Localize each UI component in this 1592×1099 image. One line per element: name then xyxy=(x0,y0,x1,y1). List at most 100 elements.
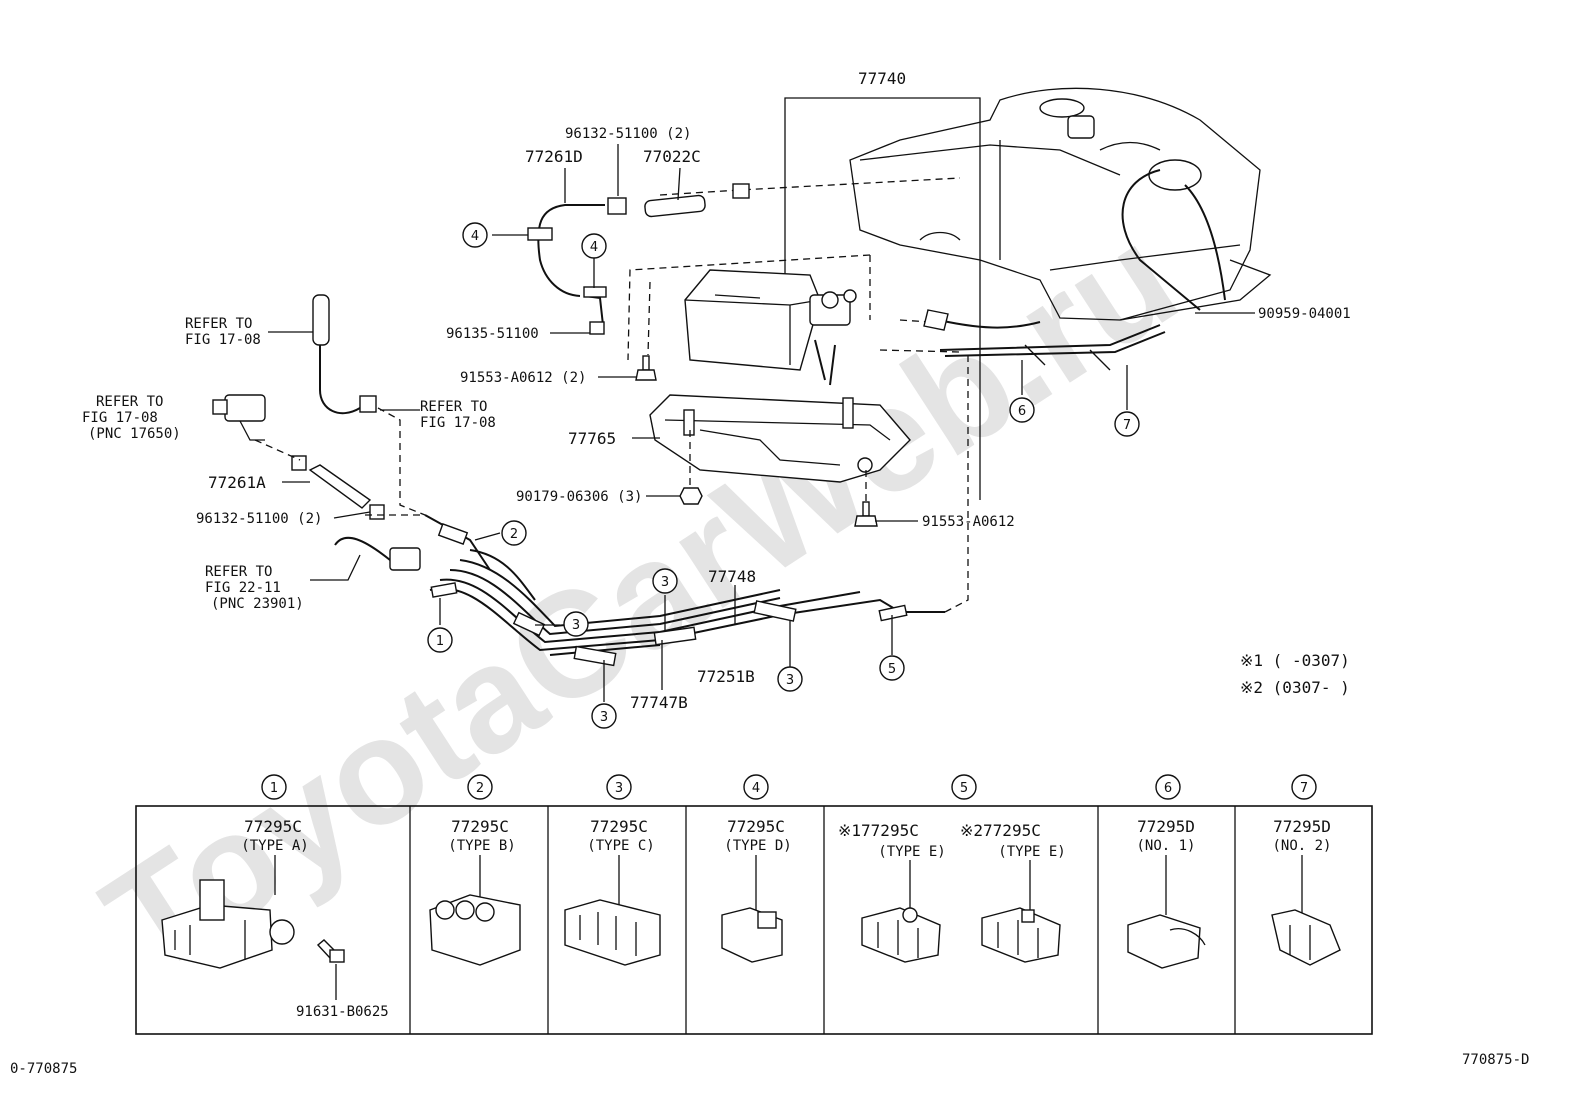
refer-3-line2: FIG 17-08 xyxy=(420,415,496,431)
refer-1-line1: REFER TO xyxy=(185,316,252,332)
cell6-type: (NO. 1) xyxy=(1136,838,1195,854)
label-77740: 77740 xyxy=(858,69,906,88)
table-callout-1: 1 xyxy=(261,774,287,800)
footer-right-code: 770875-D xyxy=(1462,1052,1529,1068)
svg-text:3: 3 xyxy=(786,673,794,688)
cell4-type: (TYPE D) xyxy=(724,838,791,854)
refer-2-line1: REFER TO xyxy=(96,394,163,410)
callout-3d: 3 xyxy=(591,703,617,729)
callout-3c: 3 xyxy=(777,666,803,692)
cell1-type: (TYPE A) xyxy=(241,838,308,854)
label-96135: 96135-51100 xyxy=(446,326,539,342)
callout-1: 1 xyxy=(427,627,453,653)
cell7-part: 77295D xyxy=(1273,817,1331,836)
bolt-91553-pair xyxy=(635,355,657,381)
refer-4-line3: (PNC 23901) xyxy=(211,596,304,612)
svg-text:5: 5 xyxy=(960,781,968,796)
label-77261A: 77261A xyxy=(208,473,266,492)
cell6-part: 77295D xyxy=(1137,817,1195,836)
vacuum-filter xyxy=(212,394,266,441)
svg-text:6: 6 xyxy=(1164,781,1172,796)
callout-4b: 4 xyxy=(581,233,607,259)
cell2-part: 77295C xyxy=(451,817,509,836)
callout-3b: 3 xyxy=(652,568,678,594)
callout-5: 5 xyxy=(879,655,905,681)
bolt-91631 xyxy=(316,939,345,963)
label-77261D: 77261D xyxy=(525,147,583,166)
refer-4-line2: FIG 22-11 xyxy=(205,580,281,596)
table-callout-5: 5 xyxy=(951,774,977,800)
callout-4a: 4 xyxy=(462,222,488,248)
table-callout-2: 2 xyxy=(467,774,493,800)
cell5b-part: ※277295C xyxy=(960,821,1041,840)
svg-text:4: 4 xyxy=(590,240,598,255)
refer-2-line2: FIG 17-08 xyxy=(82,410,158,426)
refer-3-line1: REFER TO xyxy=(420,399,487,415)
cell7-type: (NO. 2) xyxy=(1272,838,1331,854)
refer-4-line1: REFER TO xyxy=(205,564,272,580)
label-77747B: 77747B xyxy=(630,693,688,712)
note-1: ※1 ( -0307) xyxy=(1240,651,1350,670)
table-callout-6: 6 xyxy=(1155,774,1181,800)
callout-6: 6 xyxy=(1009,397,1035,423)
clamp-type-b xyxy=(429,894,521,966)
svg-text:7: 7 xyxy=(1300,781,1308,796)
callout-3a: 3 xyxy=(563,611,589,637)
svg-text:6: 6 xyxy=(1018,404,1026,419)
cell2-type: (TYPE B) xyxy=(448,838,515,854)
svg-text:3: 3 xyxy=(572,618,580,633)
label-90959: 90959-04001 xyxy=(1258,306,1351,322)
footer-left-code: 0-770875 xyxy=(10,1061,77,1077)
clamp-no2 xyxy=(1271,909,1341,966)
svg-text:1: 1 xyxy=(270,781,278,796)
label-96132-low: 96132-51100 (2) xyxy=(196,511,322,527)
label-77765: 77765 xyxy=(568,429,616,448)
table-callout-7: 7 xyxy=(1291,774,1317,800)
clamp-type-c xyxy=(564,899,661,966)
label-77022C: 77022C xyxy=(643,147,701,166)
callout-2: 2 xyxy=(501,520,527,546)
refer-2-line3: (PNC 17650) xyxy=(88,426,181,442)
svg-text:1: 1 xyxy=(436,634,444,649)
cell3-type: (TYPE C) xyxy=(587,838,654,854)
label-77748: 77748 xyxy=(708,567,756,586)
clamp-type-e-2 xyxy=(981,907,1061,963)
cell5a-part: ※177295C xyxy=(838,821,919,840)
cell4-part: 77295C xyxy=(727,817,785,836)
svg-text:3: 3 xyxy=(661,575,669,590)
clamp-no1 xyxy=(1127,914,1206,969)
label-91553: 91553-A0612 xyxy=(922,514,1015,530)
svg-text:3: 3 xyxy=(615,781,623,796)
svg-text:4: 4 xyxy=(471,229,479,244)
refer-1-line2: FIG 17-08 xyxy=(185,332,261,348)
label-96132-top: 96132-51100 (2) xyxy=(565,126,691,142)
label-77251B: 77251B xyxy=(697,667,755,686)
svg-text:7: 7 xyxy=(1123,418,1131,433)
cell5b-type: (TYPE E) xyxy=(998,844,1065,860)
cell5a-type: (TYPE E) xyxy=(878,844,945,860)
fuel-pipes xyxy=(424,514,945,656)
callout-7: 7 xyxy=(1114,411,1140,437)
clamp-type-a xyxy=(161,879,295,969)
label-91553-pair: 91553-A0612 (2) xyxy=(460,370,586,386)
cell3-part: 77295C xyxy=(590,817,648,836)
fuel-tank xyxy=(849,87,1272,321)
table-callout-3: 3 xyxy=(606,774,632,800)
canister-tray xyxy=(649,394,911,483)
svg-text:4: 4 xyxy=(752,781,760,796)
bolt-91553 xyxy=(854,501,878,527)
label-90179: 90179-06306 (3) xyxy=(516,489,642,505)
note-2: ※2 (0307- ) xyxy=(1240,678,1350,697)
svg-text:3: 3 xyxy=(600,710,608,725)
svg-text:2: 2 xyxy=(510,527,518,542)
svg-text:2: 2 xyxy=(476,781,484,796)
table-callout-4: 4 xyxy=(743,774,769,800)
clamp-type-d xyxy=(721,907,783,963)
cell1-bolt: 91631-B0625 xyxy=(296,1004,389,1020)
clamp-type-e-1 xyxy=(861,907,941,963)
clamp-table xyxy=(135,805,1373,1035)
svg-text:5: 5 xyxy=(888,662,896,677)
charcoal-canister xyxy=(684,269,857,386)
nut-90179 xyxy=(679,487,703,505)
